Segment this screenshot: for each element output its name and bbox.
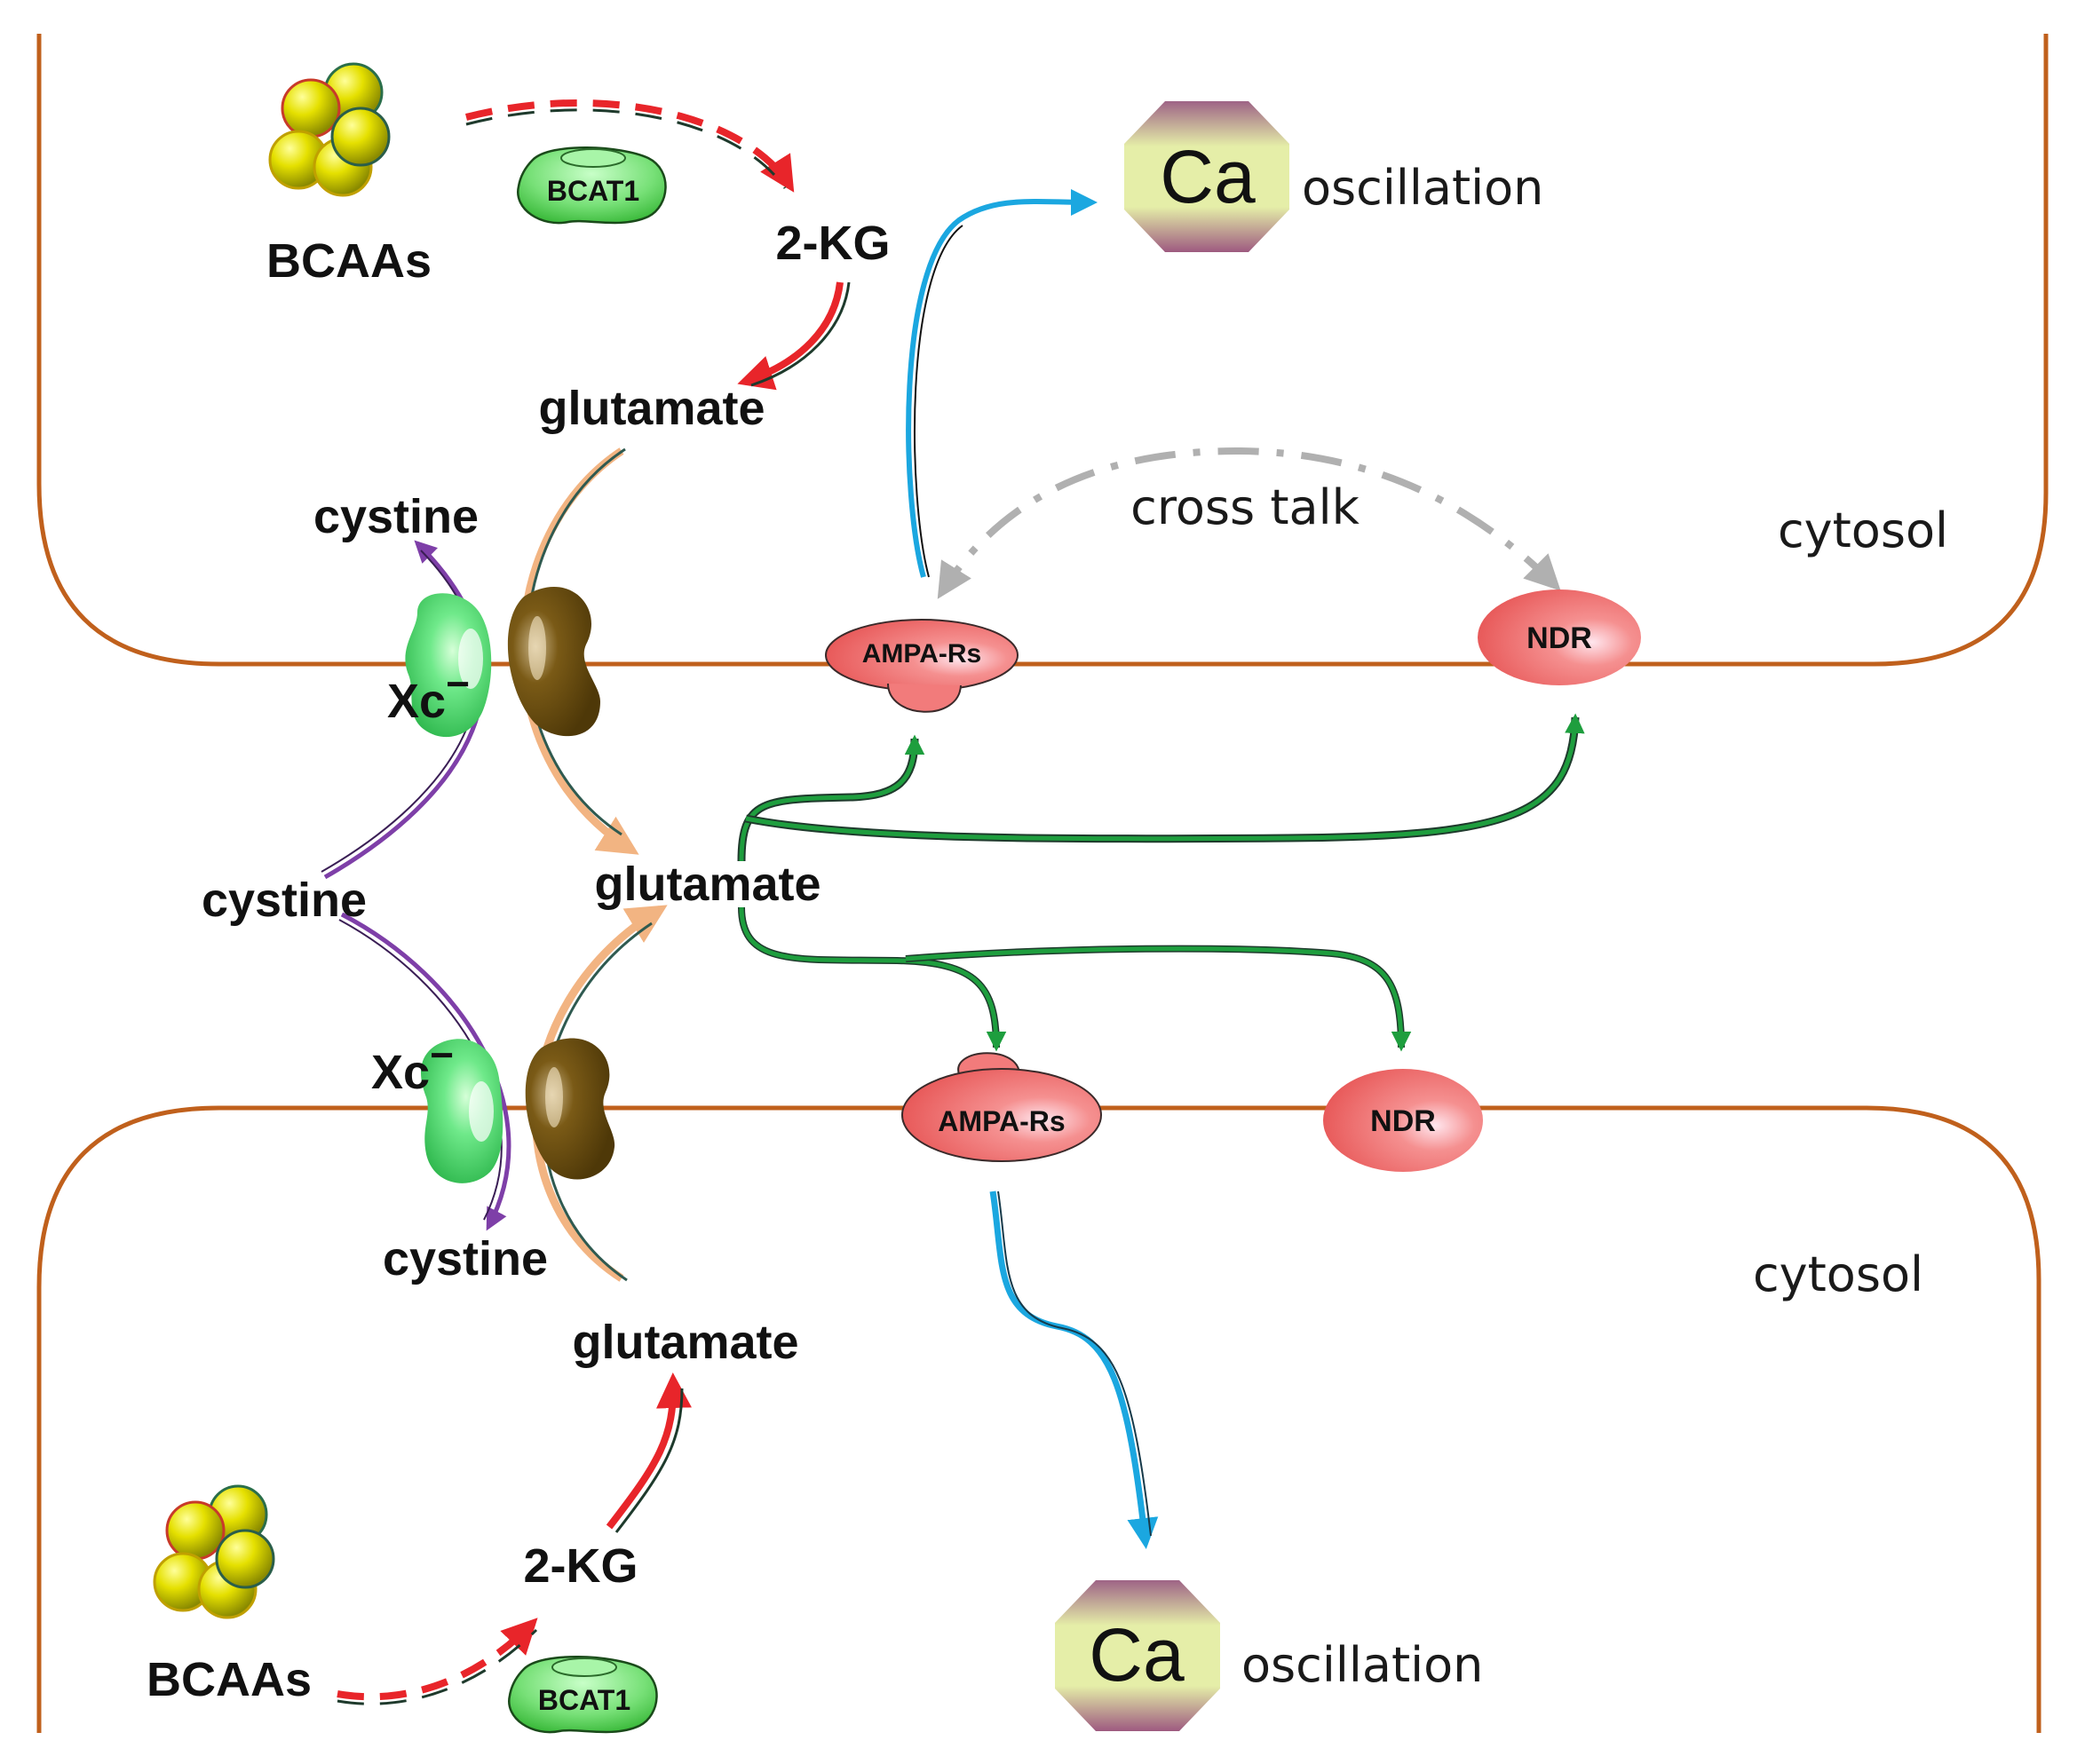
ca-octagon-top-icon — [1124, 101, 1289, 252]
glutamate-label-extracellular: glutamate — [594, 858, 821, 911]
glutamate-to-receptors-bottom — [738, 906, 1412, 1052]
cross-talk-dashed-arrow — [937, 447, 1561, 599]
brown-subunit-bottom-icon — [525, 1038, 615, 1180]
glutamate-to-receptors-top — [737, 713, 1585, 862]
ampa-receptor-top: AMPA-Rs — [825, 619, 1019, 713]
kg-label-bottom: 2-KG — [523, 1539, 638, 1593]
ndr-label-bottom: NDR — [1370, 1104, 1436, 1138]
ca-label-bottom: Ca — [1089, 1613, 1185, 1697]
glutamate-label-top-cytosol: glutamate — [538, 382, 765, 435]
cytosol-label-bottom: cytosol — [1753, 1246, 1923, 1302]
bcaa-transamination-arrow-top — [465, 99, 795, 193]
ndr-label-top: NDR — [1526, 621, 1592, 655]
xc-transporter-bottom — [421, 1039, 503, 1183]
bcaa-cluster-icon-top — [268, 62, 391, 197]
bcaas-label-top: BCAAs — [266, 234, 432, 288]
bottom-cell-membrane — [36, 1105, 2041, 1733]
oscillation-label-bottom: oscillation — [1241, 1637, 1483, 1693]
ampa-receptor-bottom-icon — [901, 1068, 1102, 1162]
ampa-label-top: AMPA-Rs — [862, 639, 981, 668]
ampa-receptor-bottom: AMPA-Rs — [901, 1052, 1102, 1162]
ampa-to-ca-arrow-top — [906, 188, 1098, 578]
bcat1-label-bottom: BCAT1 — [538, 1684, 630, 1716]
ndr-receptor-top: NDR — [1478, 589, 1641, 685]
ndr-receptor-top-icon — [1478, 589, 1641, 685]
bcat1-enzyme-bottom: BCAT1 — [508, 1656, 658, 1734]
brown-subunit-bottom — [525, 1038, 615, 1180]
bcat1-label-top: BCAT1 — [547, 175, 639, 207]
cytosol-label-top: cytosol — [1778, 502, 1948, 558]
bcaa-transamination-arrow-bottom — [337, 1618, 538, 1701]
ampa-label-bottom: AMPA-Rs — [938, 1105, 1065, 1137]
kg-label-top: 2-KG — [775, 217, 890, 270]
cross-talk-label: cross talk — [1130, 479, 1360, 535]
xc-transporter-bottom-icon — [421, 1039, 503, 1183]
bcaa-cluster-icon-bottom — [153, 1484, 275, 1619]
glutamate-label-bottom-cytosol: glutamate — [572, 1316, 798, 1369]
cystine-label-top-cytosol: cystine — [313, 490, 479, 543]
cystine-label-bottom-cytosol: cystine — [383, 1232, 548, 1285]
xc-label-top: Xc− — [387, 661, 470, 728]
bcaas-label-bottom: BCAAs — [147, 1653, 312, 1706]
kg-to-glutamate-arrow-top — [737, 281, 844, 391]
xc-label-bottom: Xc− — [371, 1032, 454, 1099]
xc-transporter-top — [405, 593, 492, 738]
ca-octagon-top: Ca — [1124, 101, 1289, 252]
brown-subunit-top — [507, 587, 600, 737]
oscillation-label-top: oscillation — [1302, 160, 1543, 216]
ca-label-top: Ca — [1160, 135, 1256, 218]
ca-octagon-bottom-icon — [1055, 1580, 1220, 1731]
ampa-to-ca-arrow-bottom — [989, 1191, 1159, 1549]
ndr-receptor-bottom-icon — [1323, 1069, 1483, 1172]
ca-octagon-bottom: Ca — [1055, 1580, 1220, 1731]
top-cell-membrane — [36, 34, 2049, 667]
ndr-receptor-bottom: NDR — [1323, 1069, 1483, 1172]
bcat1-enzyme-top: BCAT1 — [517, 146, 667, 225]
kg-to-glutamate-arrow-bottom — [606, 1372, 692, 1530]
cystine-label-extracellular: cystine — [202, 874, 367, 927]
brown-subunit-top-icon — [507, 587, 600, 737]
